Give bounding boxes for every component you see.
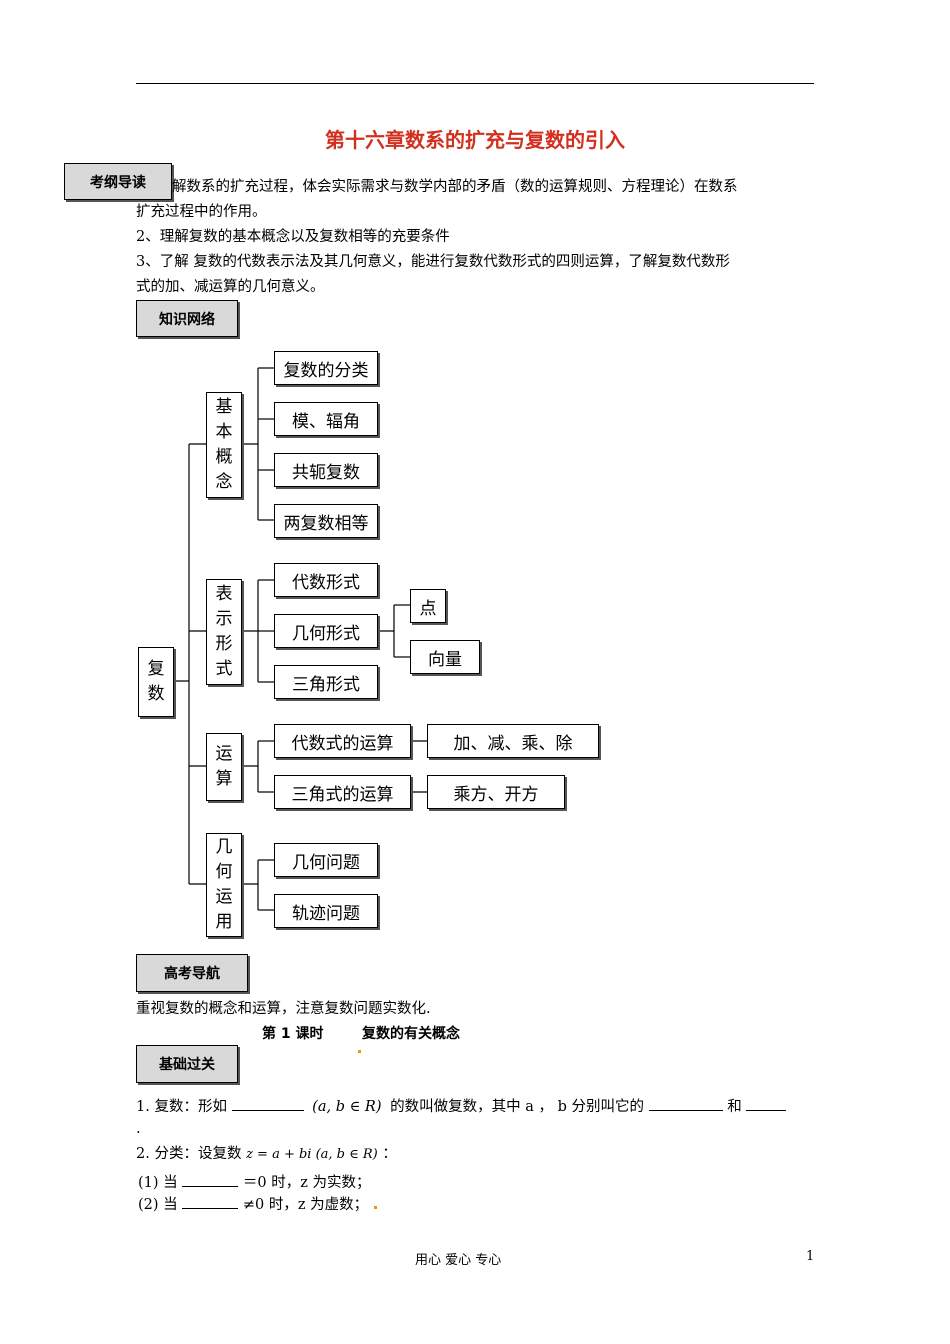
diagram-node: 三角形式 — [274, 665, 378, 699]
q2-1-prefix: (1) 当 — [138, 1175, 178, 1191]
header-rule — [136, 83, 814, 84]
diagram-group-basic-concepts: 基 本 概 念 — [206, 392, 242, 498]
group-label-char: 念 — [215, 472, 233, 492]
diagram-node: 复数的分类 — [274, 351, 378, 385]
q1-middle: 的数叫做复数，其中 a ， b 分别叫它的 — [390, 1099, 644, 1115]
group-label-char: 用 — [215, 912, 233, 932]
group-label-char: 何 — [215, 862, 233, 882]
lesson-title: 复数的有关概念 — [362, 1026, 460, 1042]
q2-2-blank[interactable] — [182, 1193, 239, 1209]
question-2-1: (1) 当 ＝0 时，z 为实数； — [138, 1171, 370, 1194]
root-char: 数 — [147, 684, 165, 704]
diagram-node: 几何问题 — [274, 843, 378, 877]
question-2-2: (2) 当 ≠0 时，z 为虚数； — [138, 1193, 378, 1216]
syllabus-item-1-line1: 解数系的扩充过程，体会实际需求与数学内部的矛盾（数的运算规则、方程理论）在数系 — [172, 179, 738, 195]
group-label-char: 示 — [215, 609, 233, 629]
diagram-node: 乘方、开方 — [427, 775, 565, 809]
group-label-char: 表 — [215, 584, 233, 604]
gaokao-tag: 高考导航 — [136, 954, 248, 992]
diagram-node: 三角式的运算 — [274, 775, 411, 809]
q1-end: . — [136, 1121, 141, 1137]
diagram-node: 轨迹问题 — [274, 894, 378, 928]
diagram-node: 代数式的运算 — [274, 724, 411, 758]
marker-dot — [358, 1050, 361, 1053]
syllabus-item-3-line1: 3、了解 复数的代数表示法及其几何意义，能进行复数代数形式的四则运算，了解复数代… — [136, 254, 730, 270]
group-label-char: 概 — [215, 447, 233, 467]
q2-1-suffix: ＝0 时，z 为实数； — [242, 1175, 371, 1191]
syllabus-tag: 考纲导读 — [64, 163, 172, 200]
gaokao-text: 重视复数的概念和运算，注意复数问题实数化. — [136, 1001, 431, 1017]
question-1: 1. 复数：形如 (a, b ∈ R) 的数叫做复数，其中 a ， b 分别叫它… — [136, 1095, 787, 1118]
diagram-node: 代数形式 — [274, 563, 378, 597]
group-label-char: 基 — [215, 397, 233, 417]
diagram-node: 向量 — [410, 640, 480, 674]
diagram-node: 模、辐角 — [274, 402, 378, 436]
lesson-marker — [357, 1038, 362, 1057]
q1-and: 和 — [727, 1099, 742, 1115]
syllabus-item-1-line2: 扩充过程中的作用。 — [136, 204, 267, 220]
diagram-node: 共轭复数 — [274, 453, 378, 487]
diagram-node: 点 — [410, 589, 446, 623]
syllabus-item-3-line2: 式的加、减运算的几何意义。 — [136, 279, 325, 295]
q1-prefix: 1. 复数：形如 — [136, 1099, 227, 1115]
group-label-char: 算 — [215, 769, 233, 789]
q2-1-blank[interactable] — [182, 1171, 239, 1187]
diagram-group-operations: 运 算 — [206, 733, 242, 801]
q2-formula: z = a + bi (a, b ∈ R) — [246, 1147, 378, 1162]
q2-end: ： — [382, 1146, 397, 1162]
diagram-root-complex-number: 复 数 — [138, 647, 174, 717]
diagram-node: 加、减、乘、除 — [427, 724, 599, 758]
footer-motto: 用心 爱心 专心 — [415, 1253, 502, 1268]
syllabus-item-2: 2、理解复数的基本概念以及复数相等的充要条件 — [136, 229, 450, 245]
q1-blank-form[interactable] — [231, 1095, 304, 1111]
group-label-char: 运 — [215, 887, 233, 907]
q1-blank-real-part[interactable] — [648, 1095, 723, 1111]
q1-condition: (a, b ∈ R) — [312, 1099, 382, 1115]
q2-prefix: 2. 分类：设复数 — [136, 1146, 242, 1162]
chapter-title: 第十六章数系的扩充与复数的引入 — [325, 128, 625, 152]
group-label-char: 形 — [215, 634, 233, 654]
network-tag: 知识网络 — [136, 300, 238, 337]
lesson-number: 第 1 课时 — [262, 1026, 324, 1042]
question-2: 2. 分类：设复数 z = a + bi (a, b ∈ R) ： — [136, 1143, 397, 1166]
basic-tag: 基础过关 — [136, 1045, 238, 1083]
group-label-char: 运 — [215, 744, 233, 764]
q2-2-suffix: ≠0 时，z 为虚数； — [242, 1197, 369, 1213]
root-char: 复 — [147, 659, 165, 679]
diagram-group-geometric-application: 几 何 运 用 — [206, 833, 242, 937]
diagram-node: 几何形式 — [274, 614, 378, 648]
q1-blank-imag-part[interactable] — [746, 1095, 787, 1111]
page-number: 1 — [806, 1249, 815, 1264]
group-label-char: 式 — [215, 659, 233, 679]
group-label-char: 本 — [215, 422, 233, 442]
diagram-node: 两复数相等 — [274, 504, 378, 538]
diagram-group-forms: 表 示 形 式 — [206, 579, 242, 685]
marker-dot — [373, 1206, 377, 1209]
q2-2-prefix: (2) 当 — [138, 1197, 178, 1213]
group-label-char: 几 — [215, 837, 233, 857]
